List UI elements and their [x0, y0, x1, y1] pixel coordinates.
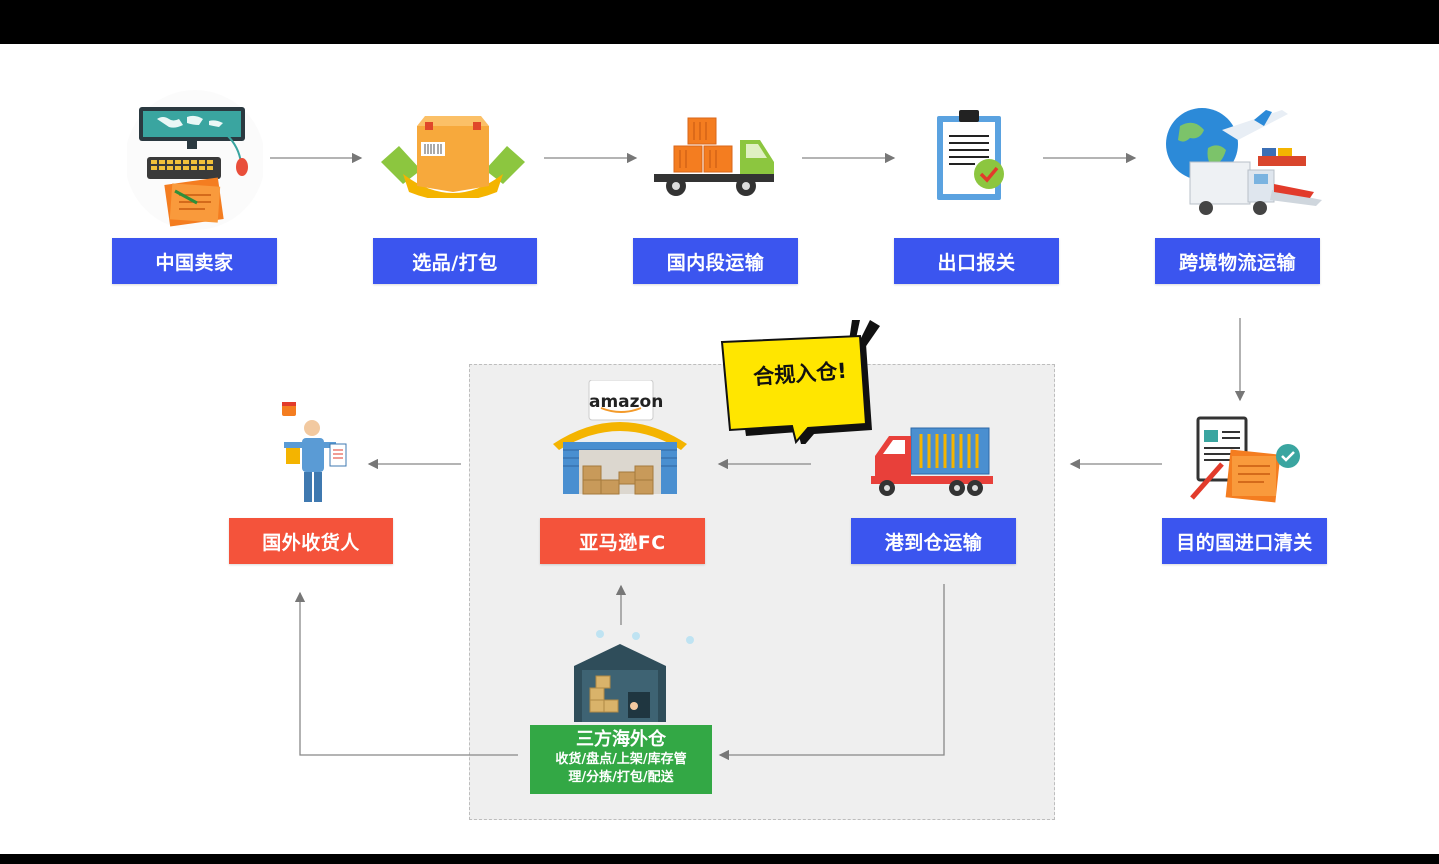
- overseas-warehouse-services-line1: 收货/盘点/上架/库存管: [555, 752, 687, 767]
- step-china-seller: 中国卖家: [112, 238, 277, 284]
- overseas-warehouse-box: 三方海外仓 收货/盘点/上架/库存管 理/分拣/打包/配送: [530, 725, 712, 794]
- step-import-clearance: 目的国进口清关: [1162, 518, 1327, 564]
- overseas-warehouse-services-line2: 理/分拣/打包/配送: [568, 770, 674, 785]
- overseas-warehouse-title: 三方海外仓: [576, 729, 666, 750]
- amazon-sign-text: amazon: [589, 392, 664, 412]
- cargo-truck-icon: [654, 117, 774, 196]
- bottom-black-bar: [0, 854, 1439, 864]
- callout-bubble: [720, 320, 880, 444]
- overseas-warehouse-icon: [574, 630, 694, 722]
- container-truck-icon: [871, 427, 993, 496]
- step-amazon-fc: 亚马逊FC: [540, 518, 705, 564]
- step-overseas-receiver: 国外收货人: [229, 518, 393, 564]
- computer-seller-icon: [127, 90, 263, 230]
- step-port-to-warehouse: 港到仓运输: [851, 518, 1016, 564]
- step-select-pack: 选品/打包: [373, 238, 537, 284]
- arrow-9: [718, 584, 945, 761]
- receiver-person-icon: [282, 402, 347, 502]
- arrow-11: [294, 591, 518, 756]
- amazon-warehouse-icon: [553, 380, 687, 495]
- customs-document-icon: [1190, 416, 1300, 503]
- clipboard-check-icon: [937, 110, 1004, 200]
- package-box-icon: [381, 116, 525, 198]
- top-black-bar: [0, 0, 1439, 44]
- step-export-declaration: 出口报关: [894, 238, 1059, 284]
- step-domestic-transport: 国内段运输: [633, 238, 798, 284]
- step-cross-border-logistics: 跨境物流运输: [1155, 238, 1320, 284]
- global-transport-icon: [1166, 108, 1322, 215]
